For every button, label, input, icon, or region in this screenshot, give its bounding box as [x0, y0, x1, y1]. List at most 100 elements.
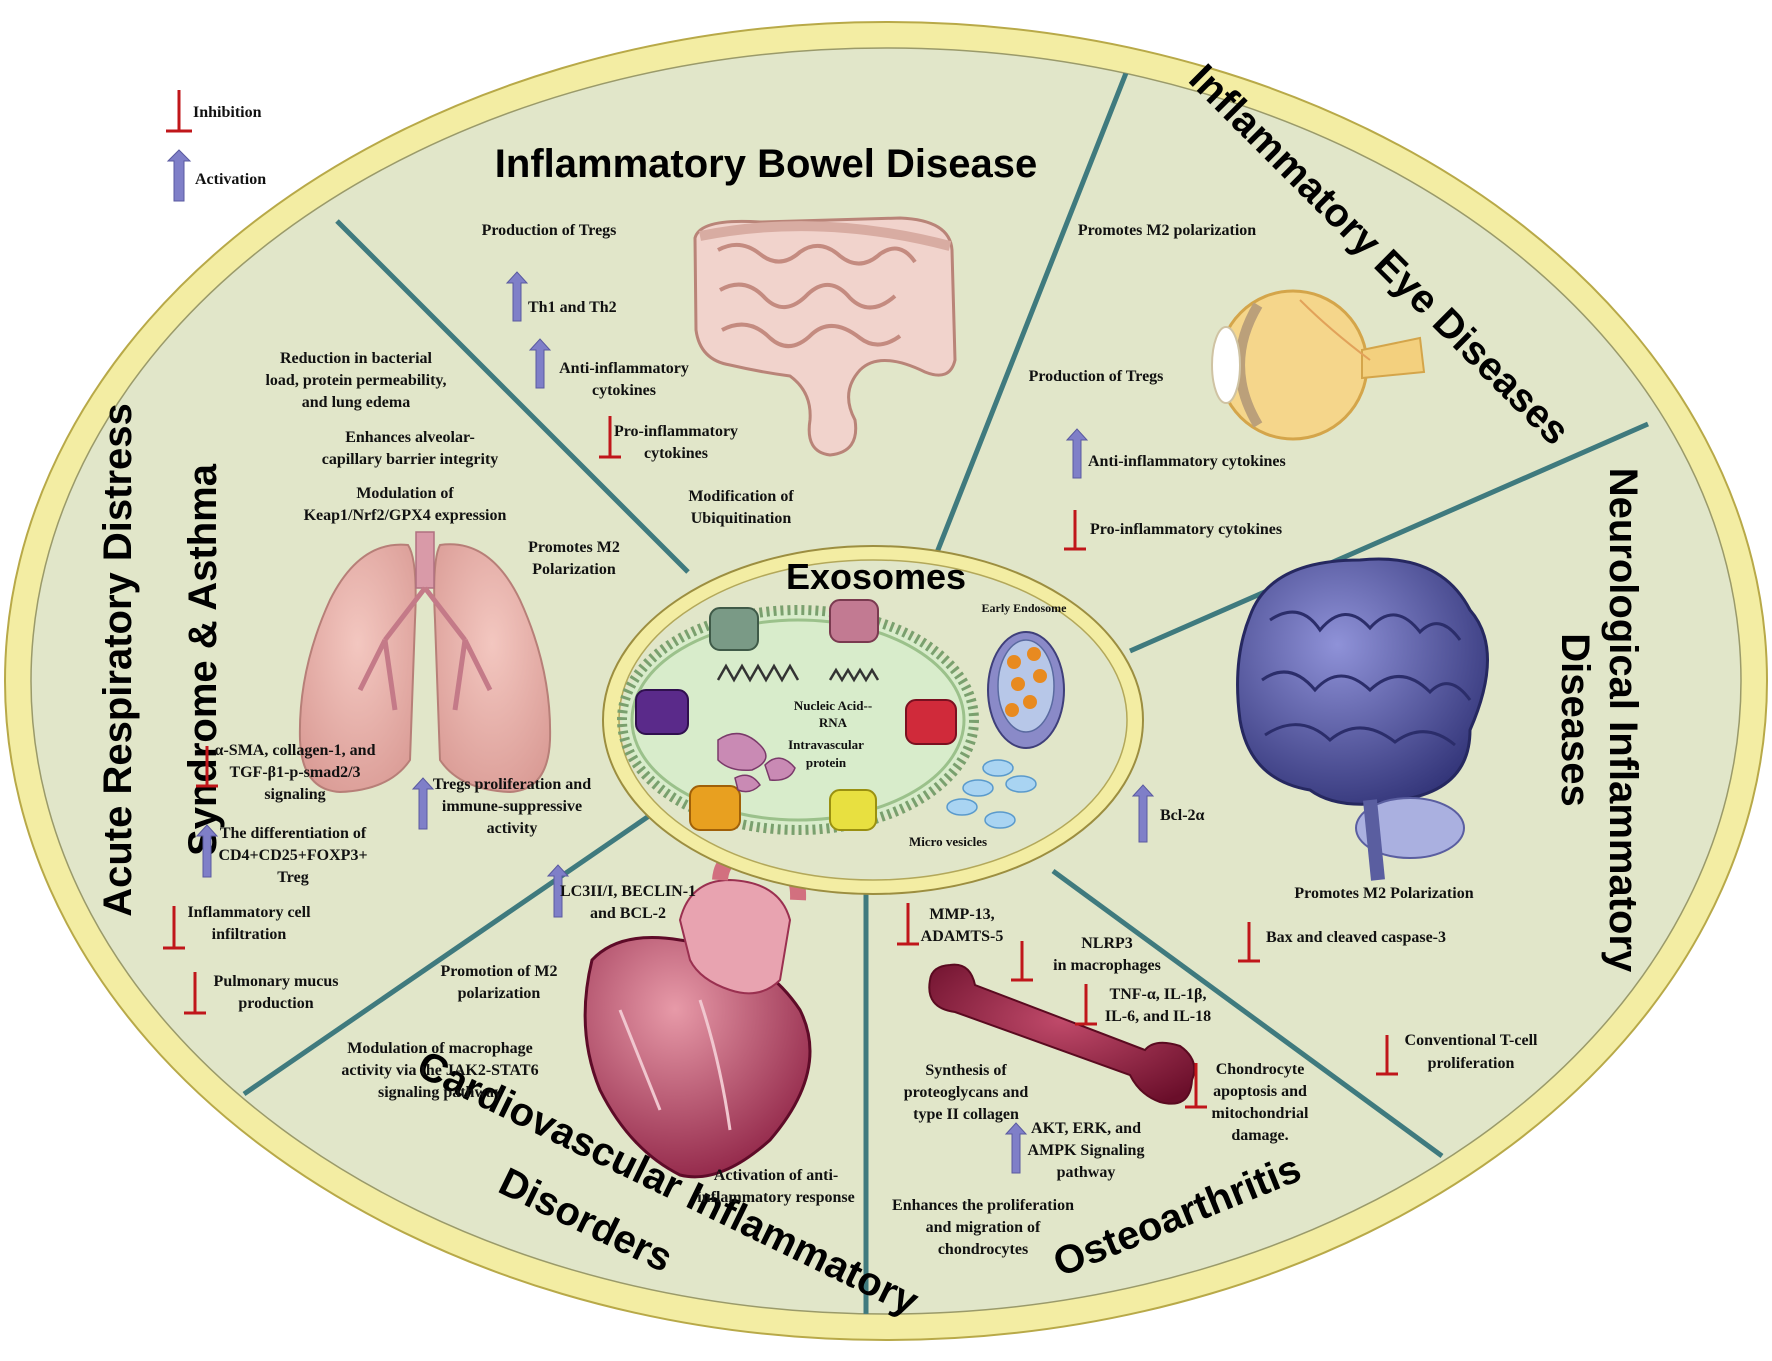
- neuro-title-2: Diseases: [1553, 633, 1597, 806]
- bone-image: [928, 963, 1196, 1105]
- cardio-jak-text-2: activity via the JAK2-STAT6: [341, 1062, 538, 1079]
- ards-title-1: Acute Respiratory Distress: [96, 403, 140, 917]
- ards-keap-text-2: Keap1/Nrf2/GPX4 expression: [304, 507, 507, 524]
- micro-vesicles-label: Micro vesicles: [909, 834, 987, 849]
- ards-diff-text-1: The differentiation of: [220, 825, 367, 842]
- eye-pro-text: Pro-inflammatory cytokines: [1090, 521, 1282, 538]
- neuro-bcl-activation-icon: [1131, 784, 1155, 843]
- early-endosome-image: [987, 631, 1065, 749]
- ibd-th-text: Th1 and Th2: [528, 299, 617, 316]
- section-ibd: Inflammatory Bowel Disease Production of…: [482, 142, 1038, 527]
- oa-mmp-text-2: ADAMTS-5: [921, 928, 1004, 945]
- lungs-image: [298, 531, 552, 794]
- oa-nlrp-text-1: NLRP3: [1081, 935, 1133, 952]
- ibd-pro-text-2: cytokines: [644, 445, 708, 462]
- section-neuro: Neurological Inflammatory Diseases Bcl-2…: [1131, 468, 1645, 1076]
- eye-anti-text: Anti-inflammatory cytokines: [1088, 453, 1286, 470]
- ards-diff-activation-icon: [195, 824, 219, 878]
- neuro-bax-text: Bax and cleaved caspase-3: [1266, 929, 1446, 946]
- oa-tnf-text-2: IL-6, and IL-18: [1105, 1008, 1211, 1025]
- activation-icon: [166, 149, 192, 202]
- section-oa: Osteoarthritis MMP-13, ADAMTS-5 NLRP3 in…: [892, 903, 1309, 1285]
- oa-nlrp-text-2: in macrophages: [1053, 957, 1161, 974]
- ards-sma-inhibition-icon: [196, 746, 218, 788]
- ards-treg-activation-icon: [411, 777, 435, 830]
- section-ards: Acute Respiratory Distress Syndrome & As…: [96, 350, 620, 1015]
- ards-sma-text-3: signaling: [264, 786, 325, 803]
- micro-vesicles-image: [946, 759, 1037, 829]
- oa-syn-text-1: Synthesis of: [925, 1062, 1007, 1079]
- ards-infl-text-1: Inflammatory cell: [187, 904, 311, 921]
- eye-anti-activation-icon: [1065, 428, 1089, 479]
- inhibition-icon: [166, 90, 192, 133]
- oa-akt-activation-icon: [1004, 1122, 1028, 1174]
- ards-treg-text-3: activity: [487, 820, 538, 837]
- oa-chon-text-3: mitochondrial: [1212, 1105, 1309, 1122]
- legend-inhibition-label: Inhibition: [193, 104, 262, 121]
- oa-syn-text-2: proteoglycans and: [904, 1084, 1029, 1101]
- oa-akt-text-2: AMPK Signaling: [1028, 1142, 1145, 1159]
- ards-red-text-1: Reduction in bacterial: [280, 350, 433, 367]
- exosome-center: Exosomes Nucleic Acid-- RNA Intravascula…: [602, 545, 1144, 895]
- eye-pro-inhibition-icon: [1064, 510, 1086, 551]
- ibd-anti-text-2: cytokines: [592, 382, 656, 399]
- ards-red-text-2: load, protein permeability,: [265, 372, 446, 389]
- cardio-lc-activation-icon: [546, 864, 570, 918]
- cardio-jak-text-3: signaling pathway: [378, 1084, 502, 1101]
- ards-title-2: Syndrome & Asthma: [181, 463, 225, 856]
- cardio-act-text-2: inflammatory response: [697, 1189, 854, 1206]
- neuro-bax-inhibition-icon: [1238, 922, 1260, 963]
- oa-chon-inhibition-icon: [1185, 1063, 1207, 1109]
- ards-diff-text-2: CD4+CD25+FOXP3+: [218, 847, 367, 864]
- eye-tregs-text: Production of Tregs: [1029, 368, 1164, 385]
- ards-muc-text-2: production: [238, 995, 313, 1012]
- oa-chon-text-2: apoptosis and: [1213, 1083, 1307, 1100]
- ibd-mod-text-1: Modification of: [688, 488, 794, 505]
- ibd-anti-text-1: Anti-inflammatory: [559, 360, 689, 377]
- exosome-title: Exosomes: [786, 556, 966, 597]
- ards-sma-text-2: TGF-β1-p-smad2/3: [229, 764, 360, 781]
- oa-enh-text-1: Enhances the proliferation: [892, 1197, 1074, 1214]
- ards-m2-text-2: Polarization: [532, 561, 616, 578]
- ards-sma-text-1: α-SMA, collagen-1, and: [215, 742, 376, 759]
- section-dividers: [242, 67, 1650, 1314]
- ards-diff-text-3: Treg: [277, 869, 308, 886]
- neuro-bcl-text: Bcl-2α: [1160, 807, 1205, 824]
- ibd-title: Inflammatory Bowel Disease: [495, 142, 1037, 186]
- nucleic-acid-label-1: Nucleic Acid--: [794, 698, 872, 713]
- cardio-m2-text-1: Promotion of M2: [440, 963, 557, 980]
- oa-akt-text-1: AKT, ERK, and: [1031, 1120, 1141, 1137]
- neuro-tcell-text-2: proliferation: [1428, 1055, 1515, 1072]
- oa-akt-text-3: pathway: [1057, 1164, 1116, 1181]
- ibd-pro-inhibition-icon: [599, 416, 621, 459]
- oa-enh-text-2: and migration of: [926, 1219, 1041, 1236]
- legend: Inhibition Activation: [166, 90, 266, 202]
- cardio-act-text-1: Activation of anti-: [714, 1167, 838, 1184]
- neuro-tcell-inhibition-icon: [1376, 1035, 1398, 1076]
- oa-syn-text-3: type II collagen: [913, 1106, 1019, 1123]
- ards-keap-text-1: Modulation of: [356, 485, 454, 502]
- legend-activation-label: Activation: [195, 171, 266, 188]
- oa-nlrp-inhibition-icon: [1011, 941, 1033, 982]
- ards-m2-text-1: Promotes M2: [528, 539, 620, 556]
- early-endosome-label: Early Endosome: [981, 601, 1067, 615]
- exosome-vesicle: [617, 599, 979, 835]
- ards-infl-text-2: infiltration: [212, 926, 287, 943]
- cardio-lc-text-1: LC3II/I, BECLIN-1: [560, 883, 696, 900]
- oa-tnf-text-1: TNF-α, IL-1β,: [1110, 986, 1207, 1003]
- cardio-jak-text-1: Modulation of macrophage: [347, 1040, 532, 1057]
- ards-treg-text-1: Tregs proliferation and: [433, 776, 591, 793]
- oa-tnf-inhibition-icon: [1075, 984, 1097, 1026]
- cardio-m2-text-2: polarization: [458, 985, 541, 1002]
- ibd-mod-text-2: Ubiquitination: [691, 510, 792, 527]
- neuro-tcell-text-1: Conventional T-cell: [1405, 1032, 1538, 1049]
- oa-chon-text-1: Chondrocyte: [1216, 1061, 1305, 1078]
- oa-mmp-inhibition-icon: [897, 903, 919, 946]
- ibd-th-activation-icon: [505, 271, 529, 322]
- eye-m2-text: Promotes M2 polarization: [1078, 222, 1256, 239]
- ards-treg-text-2: immune-suppressive: [442, 798, 582, 815]
- intestine-image: [693, 216, 957, 457]
- brain-image: [1236, 557, 1489, 881]
- ibd-tregs-text: Production of Tregs: [482, 222, 617, 239]
